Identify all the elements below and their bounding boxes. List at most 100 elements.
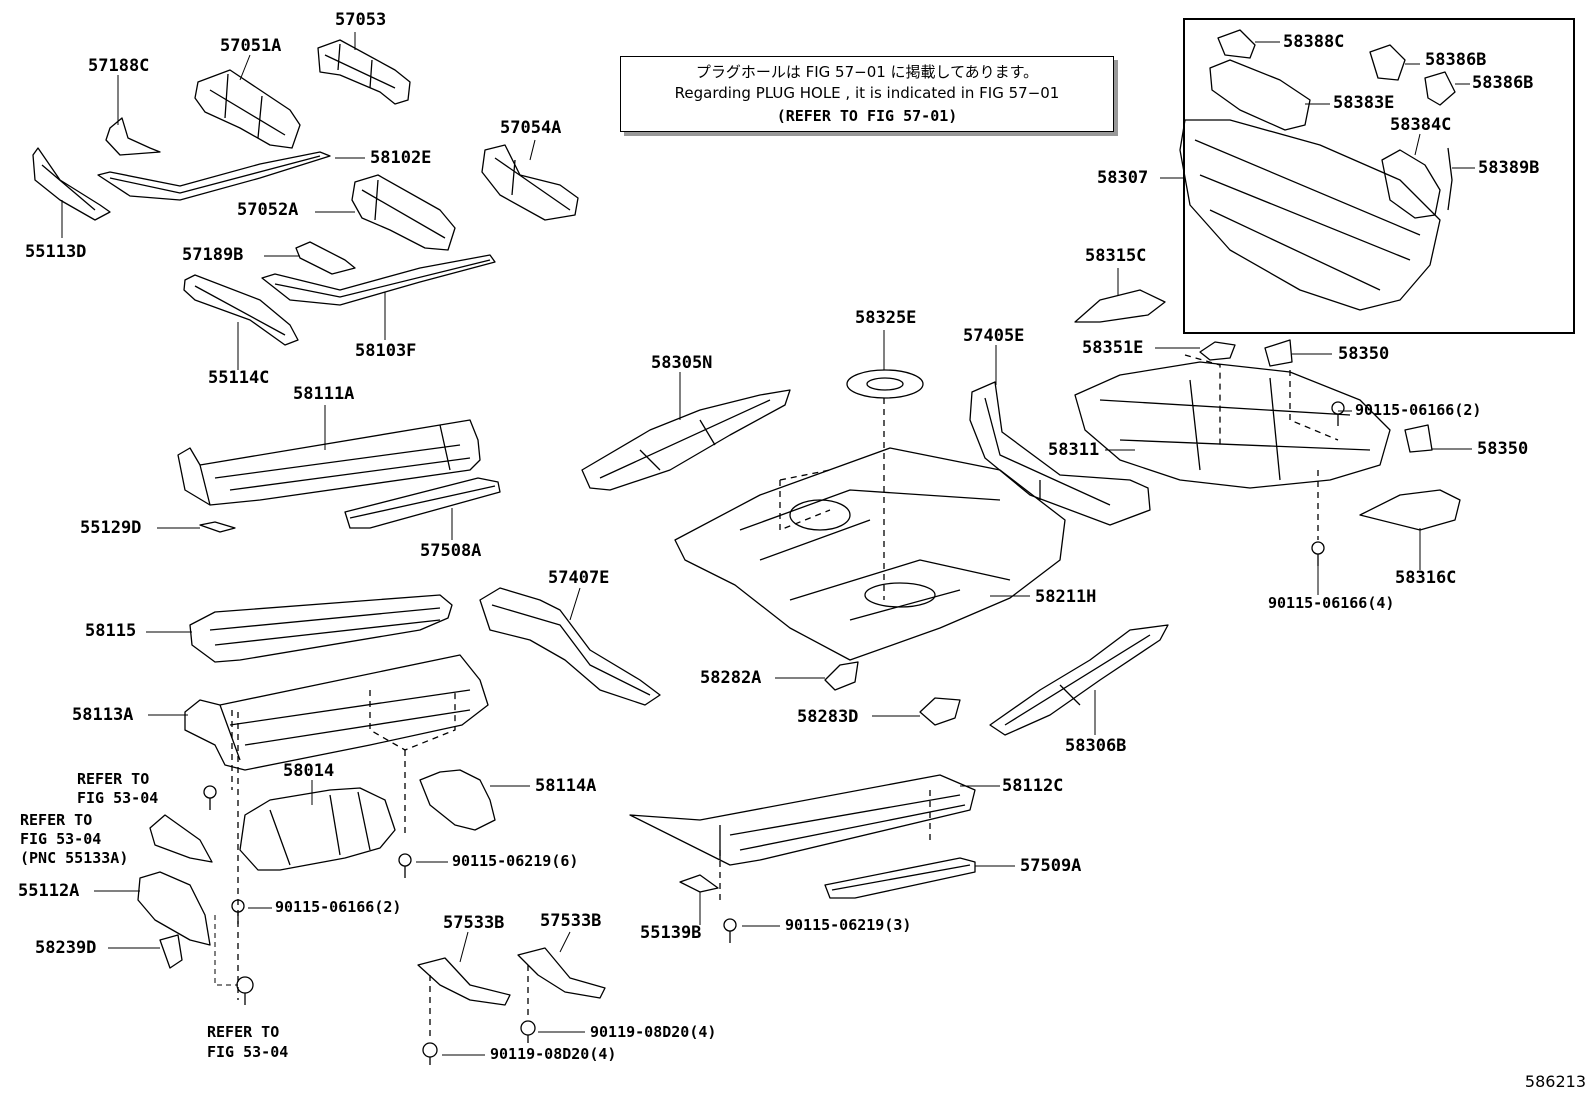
part-58383E-shape <box>1209 59 1311 131</box>
part-58311-shape <box>1074 361 1391 489</box>
label-57054A[interactable]: 57054A <box>500 118 562 138</box>
part-57533B-shape-a <box>417 957 511 1006</box>
part-57051A-shape <box>194 69 301 149</box>
label-57533B-b[interactable]: 57533B <box>540 911 602 931</box>
label-58239D[interactable]: 58239D <box>35 938 97 958</box>
label-bolt-90115-06166-4[interactable]: 90115-06166(4) <box>1268 594 1395 612</box>
label-57188C[interactable]: 57188C <box>88 56 150 76</box>
label-58112C[interactable]: 58112C <box>1002 776 1064 796</box>
label-58384C[interactable]: 58384C <box>1390 115 1452 135</box>
label-57407E[interactable]: 57407E <box>548 568 610 588</box>
label-58389B[interactable]: 58389B <box>1478 158 1540 178</box>
label-55114C[interactable]: 55114C <box>208 368 270 388</box>
label-58350-a[interactable]: 58350 <box>1338 344 1390 364</box>
label-58113A[interactable]: 58113A <box>72 705 134 725</box>
label-bolt-90115-06166-2-upper[interactable]: 90115-06166(2) <box>1355 401 1482 419</box>
note-line-ref: (REFER TO FIG 57-01) <box>776 107 958 125</box>
refer-note-3-line1: REFER TO <box>207 1023 280 1041</box>
part-58325E-shape <box>846 369 924 399</box>
label-bolt-90115-06166-2-lower[interactable]: 90115-06166(2) <box>275 898 402 916</box>
bolt-icons <box>203 401 1345 1065</box>
label-bolt-90119-08D20-a[interactable]: 90119-08D20(4) <box>590 1023 717 1041</box>
refer-note-1-line1: REFER TO <box>77 770 150 788</box>
label-57189B[interactable]: 57189B <box>182 245 244 265</box>
label-58386B-a[interactable]: 58386B <box>1425 50 1487 70</box>
part-58211H-shape <box>674 447 1066 661</box>
part-57508A-shape <box>344 477 501 529</box>
label-58283D[interactable]: 58283D <box>797 707 859 727</box>
part-57052A-shape <box>351 174 456 251</box>
diagram-id: 586213 <box>1524 1072 1586 1091</box>
label-58115[interactable]: 58115 <box>85 621 137 641</box>
label-58351E[interactable]: 58351E <box>1082 338 1144 358</box>
part-57533B-shape-b <box>517 947 606 999</box>
label-57405E[interactable]: 57405E <box>963 326 1025 346</box>
part-58113A-shape <box>184 654 489 771</box>
label-58306B[interactable]: 58306B <box>1065 736 1127 756</box>
label-57051A[interactable]: 57051A <box>220 36 282 56</box>
part-58103F-shape <box>261 254 496 306</box>
label-58282A[interactable]: 58282A <box>700 668 762 688</box>
part-58114A-shape <box>419 769 496 831</box>
note-line-en: Regarding PLUG HOLE , it is indicated in… <box>674 84 1060 102</box>
label-58211H[interactable]: 58211H <box>1035 587 1097 607</box>
part-58115-shape <box>189 594 453 663</box>
part-58014-shape <box>239 787 396 871</box>
label-58111A[interactable]: 58111A <box>293 384 355 404</box>
label-55113D[interactable]: 55113D <box>25 242 87 262</box>
label-58316C[interactable]: 58316C <box>1395 568 1457 588</box>
label-58386B-b[interactable]: 58386B <box>1472 73 1534 93</box>
label-58315C[interactable]: 58315C <box>1085 246 1147 266</box>
refer-note-2-line1: REFER TO <box>20 811 93 829</box>
label-58325E[interactable]: 58325E <box>855 308 917 328</box>
part-57509A-shape <box>824 857 976 899</box>
part-55113D-shape <box>32 147 111 221</box>
part-57188C-shape <box>105 117 161 156</box>
label-55112A[interactable]: 55112A <box>18 881 80 901</box>
label-55129D[interactable]: 55129D <box>80 518 142 538</box>
part-57405E-shape <box>969 381 1151 526</box>
label-58103F[interactable]: 58103F <box>355 341 417 361</box>
label-57509A[interactable]: 57509A <box>1020 856 1082 876</box>
plug-hole-note: プラグホールは FIG 57−01 に掲載してあります。 Regarding P… <box>620 56 1114 132</box>
part-55112A-shape <box>137 871 211 946</box>
label-bolt-90119-08D20-b[interactable]: 90119-08D20(4) <box>490 1045 617 1063</box>
refer-note-3-line2: FIG 53-04 <box>207 1043 289 1061</box>
part-57407E-shape <box>479 587 661 706</box>
part-58316C-shape <box>1359 489 1461 531</box>
label-58383E[interactable]: 58383E <box>1333 93 1395 113</box>
label-58102E[interactable]: 58102E <box>370 148 432 168</box>
part-58307-shape <box>1179 119 1441 311</box>
part-57054A-shape <box>481 144 579 221</box>
label-57508A[interactable]: 57508A <box>420 541 482 561</box>
inset-frame <box>1183 18 1575 334</box>
refer-note-2-line3: (PNC 55133A) <box>20 849 129 867</box>
label-bolt-90115-06219-6[interactable]: 90115-06219(6) <box>452 852 579 870</box>
part-58384C-shape <box>1381 149 1441 219</box>
label-58311[interactable]: 58311 <box>1048 440 1100 460</box>
label-57053[interactable]: 57053 <box>335 10 387 30</box>
label-58350-b[interactable]: 58350 <box>1477 439 1529 459</box>
part-58305N-shape <box>581 389 791 491</box>
part-58112C-shape <box>629 774 976 866</box>
label-55139B[interactable]: 55139B <box>640 923 702 943</box>
part-55114C-shape <box>183 274 299 346</box>
part-58315C-shape <box>1074 289 1166 323</box>
refer-note-2-line2: FIG 53-04 <box>20 830 102 848</box>
label-58014[interactable]: 58014 <box>283 761 335 781</box>
label-bolt-90115-06219-3[interactable]: 90115-06219(3) <box>785 916 912 934</box>
part-58102E-shape <box>97 151 331 201</box>
label-58307[interactable]: 58307 <box>1097 168 1149 188</box>
refer-note-1-line2: FIG 53-04 <box>77 789 159 807</box>
part-57053-shape <box>317 39 411 105</box>
label-57533B-a[interactable]: 57533B <box>443 913 505 933</box>
part-57189B-shape <box>295 241 356 275</box>
label-57052A[interactable]: 57052A <box>237 200 299 220</box>
label-58305N[interactable]: 58305N <box>651 353 713 373</box>
label-58388C[interactable]: 58388C <box>1283 32 1345 52</box>
label-58114A[interactable]: 58114A <box>535 776 597 796</box>
part-58111A-shape <box>177 419 481 506</box>
note-line-ja: プラグホールは FIG 57−01 に掲載してあります。 <box>695 63 1039 81</box>
